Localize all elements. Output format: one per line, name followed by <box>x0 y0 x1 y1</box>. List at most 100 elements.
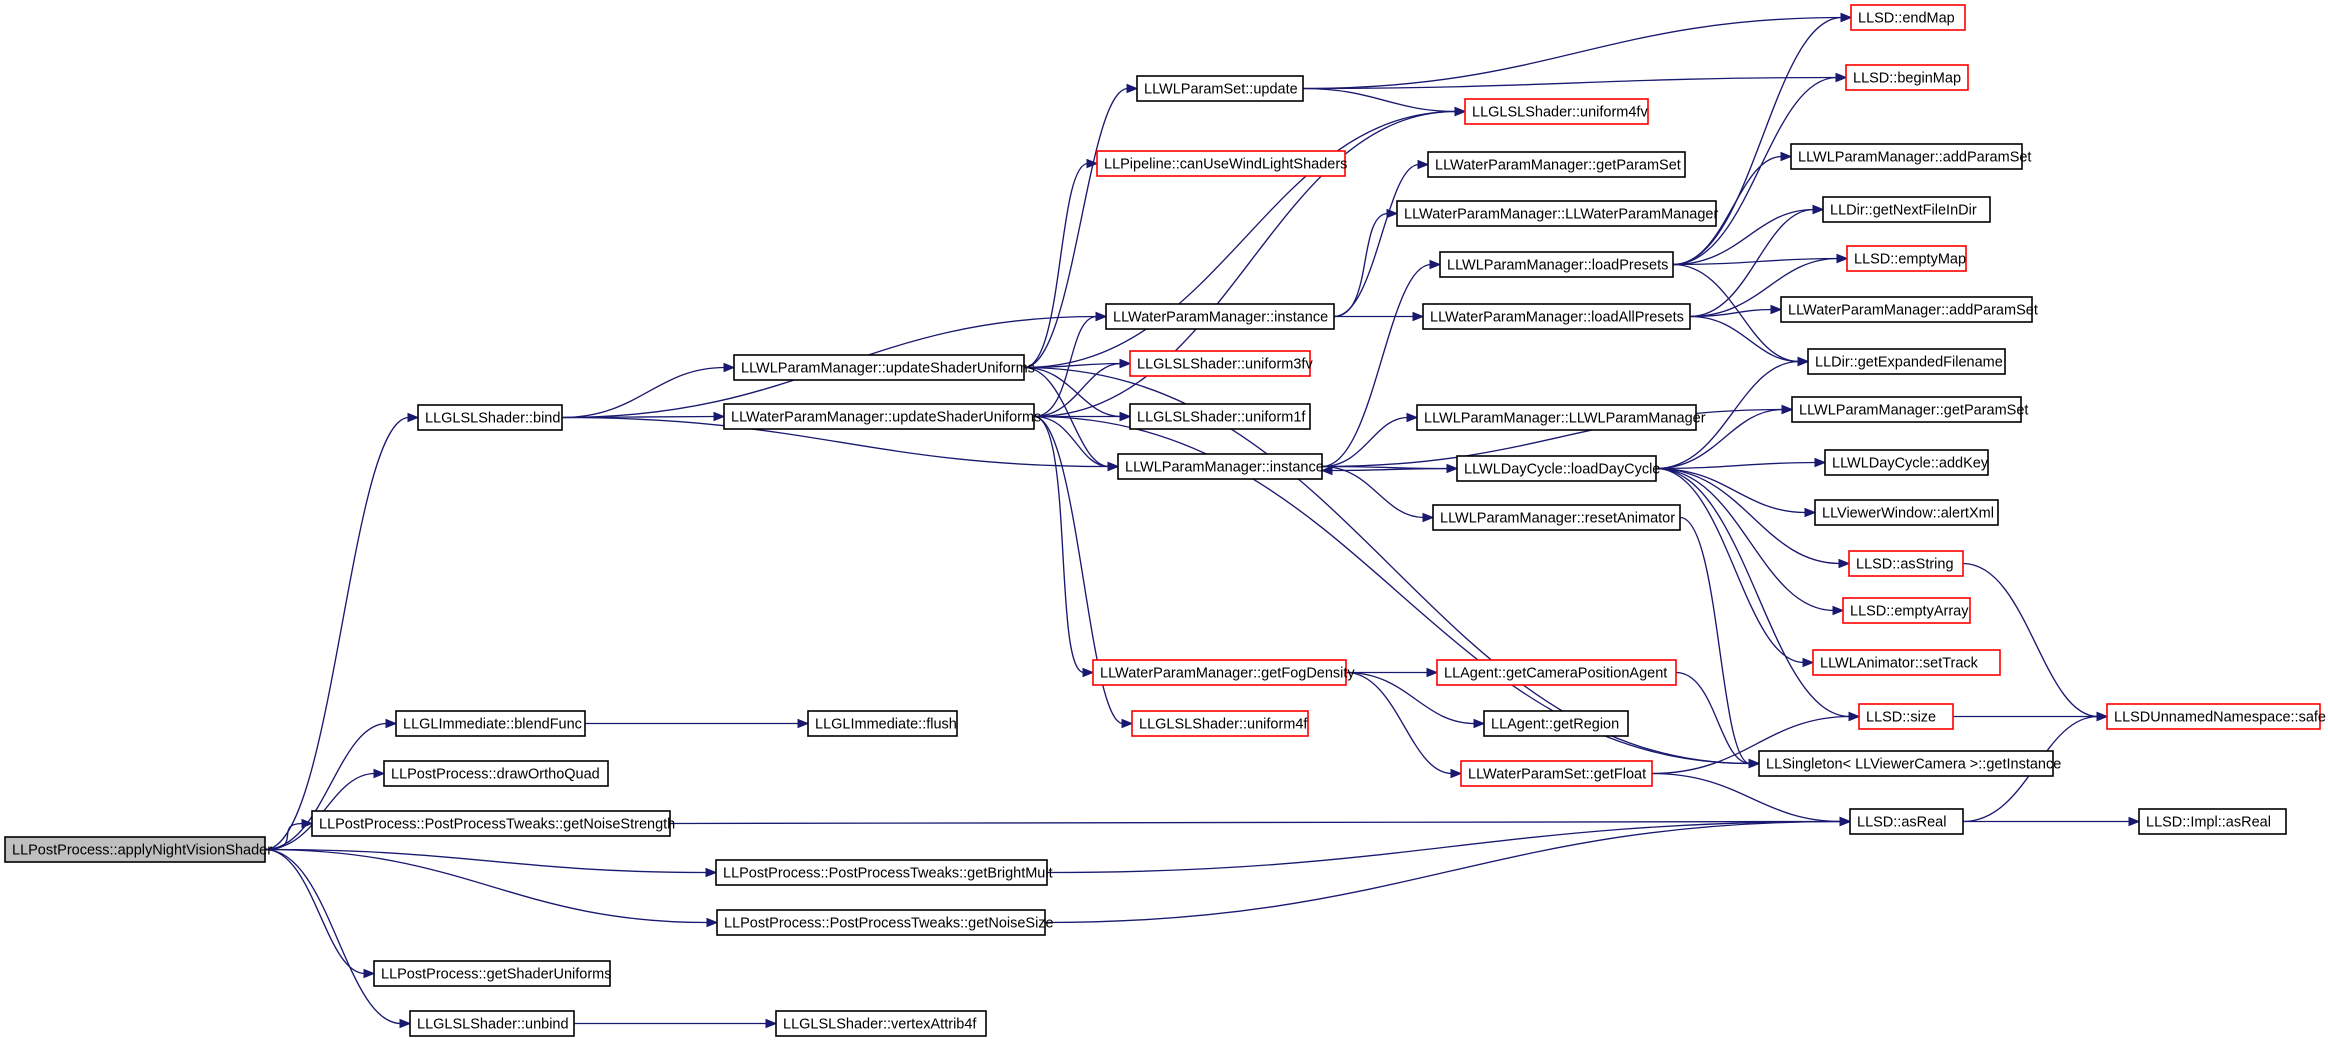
node-emptyMap[interactable]: LLSD::emptyMap <box>1846 245 1967 272</box>
node-wlGetParamSet[interactable]: LLWLParamManager::getParamSet <box>1791 396 2028 423</box>
node-emptyArray[interactable]: LLSD::emptyArray <box>1842 597 1971 624</box>
node-wlAddParamSet-box[interactable] <box>1790 143 2023 170</box>
node-unbind[interactable]: LLGLSLShader::unbind <box>409 1010 575 1037</box>
node-unbind-box[interactable] <box>409 1010 575 1037</box>
node-emptyMap-box[interactable] <box>1846 245 1967 272</box>
node-getNoiseStrength[interactable]: LLPostProcess::PostProcessTweaks::getNoi… <box>311 810 675 837</box>
node-flush[interactable]: LLGLImmediate::flush <box>807 710 958 737</box>
node-setTrack[interactable]: LLWLAnimator::setTrack <box>1812 649 2001 676</box>
node-getFloat[interactable]: LLWaterParamSet::getFloat <box>1460 760 1653 787</box>
node-getFogDensity[interactable]: LLWaterParamManager::getFogDensity <box>1092 659 1355 686</box>
node-blendFunc-box[interactable] <box>395 710 586 737</box>
node-wlParamSetUpdate[interactable]: LLWLParamSet::update <box>1136 75 1304 102</box>
node-bind[interactable]: LLGLSLShader::bind <box>417 404 563 431</box>
node-waterLoadAllPresets[interactable]: LLWaterParamManager::loadAllPresets <box>1422 303 1691 330</box>
node-flush-box[interactable] <box>807 710 958 737</box>
node-uniform4f[interactable]: LLGLSLShader::uniform4f <box>1131 710 1309 737</box>
node-waterAddParamSet-box[interactable] <box>1780 296 2033 323</box>
node-wlInstance-box[interactable] <box>1117 453 1323 480</box>
node-drawOrthoQuad-box[interactable] <box>383 760 609 787</box>
node-addKey[interactable]: LLWLDayCycle::addKey <box>1824 449 1989 476</box>
node-getInstance-box[interactable] <box>1758 750 2054 777</box>
node-root[interactable]: LLPostProcess::applyNightVisionShader <box>4 836 272 863</box>
node-waterUpdateShaderUniforms-box[interactable] <box>723 403 1035 430</box>
node-wlInstance[interactable]: LLWLParamManager::instance <box>1117 453 1324 480</box>
node-waterGetParamSet[interactable]: LLWaterParamManager::getParamSet <box>1427 151 1686 178</box>
node-getNextFileInDir-box[interactable] <box>1822 196 1991 223</box>
node-wlParamSetUpdate-box[interactable] <box>1136 75 1304 102</box>
node-uniform1f-box[interactable] <box>1129 403 1311 430</box>
node-safe-box[interactable] <box>2106 703 2321 730</box>
node-getRegion-box[interactable] <box>1483 710 1629 737</box>
node-uniform3fv-box[interactable] <box>1129 350 1311 377</box>
node-uniform4fv-box[interactable] <box>1464 98 1649 125</box>
node-getShaderUniforms-box[interactable] <box>373 960 611 987</box>
node-getShaderUniforms[interactable]: LLPostProcess::getShaderUniforms <box>373 960 612 987</box>
node-asReal-box[interactable] <box>1849 808 1964 835</box>
node-setTrack-box[interactable] <box>1812 649 2001 676</box>
node-wlUpdateShaderUniforms[interactable]: LLWLParamManager::updateShaderUniforms <box>733 354 1035 381</box>
node-waterCtor-box[interactable] <box>1396 200 1717 227</box>
node-vertexAttrib4f-box[interactable] <box>775 1010 987 1037</box>
node-loadDayCycle-box[interactable] <box>1456 455 1657 482</box>
node-uniform3fv[interactable]: LLGLSLShader::uniform3fv <box>1129 350 1313 377</box>
node-implAsReal[interactable]: LLSD::Impl::asReal <box>2138 808 2287 835</box>
node-resetAnimator[interactable]: LLWLParamManager::resetAnimator <box>1432 504 1681 531</box>
node-canUseWindLight[interactable]: LLPipeline::canUseWindLightShaders <box>1096 150 1347 177</box>
node-alertXml-box[interactable] <box>1814 499 1999 526</box>
node-getRegion[interactable]: LLAgent::getRegion <box>1483 710 1629 737</box>
node-safe[interactable]: LLSDUnnamedNamespace::safe <box>2106 703 2326 730</box>
node-waterGetParamSet-box[interactable] <box>1427 151 1686 178</box>
node-emptyArray-box[interactable] <box>1842 597 1971 624</box>
node-uniform4fv[interactable]: LLGLSLShader::uniform4fv <box>1464 98 1649 125</box>
node-canUseWindLight-box[interactable] <box>1096 150 1346 177</box>
node-waterInstance-box[interactable] <box>1105 303 1335 330</box>
node-wlGetParamSet-box[interactable] <box>1791 396 2022 423</box>
node-beginMap[interactable]: LLSD::beginMap <box>1845 64 1969 91</box>
node-getNoiseSize[interactable]: LLPostProcess::PostProcessTweaks::getNoi… <box>716 909 1054 936</box>
node-loadDayCycle[interactable]: LLWLDayCycle::loadDayCycle <box>1456 455 1660 482</box>
node-resetAnimator-box[interactable] <box>1432 504 1681 531</box>
node-getCameraPositionAgent[interactable]: LLAgent::getCameraPositionAgent <box>1436 659 1677 686</box>
node-wlCtor[interactable]: LLWLParamManager::LLWLParamManager <box>1416 404 1706 431</box>
node-waterCtor[interactable]: LLWaterParamManager::LLWaterParamManager <box>1396 200 1718 227</box>
node-uniform1f[interactable]: LLGLSLShader::uniform1f <box>1129 403 1311 430</box>
node-size-box[interactable] <box>1858 703 1954 730</box>
node-getInstance[interactable]: LLSingleton< LLViewerCamera >::getInstan… <box>1758 750 2061 777</box>
node-uniform4f-box[interactable] <box>1131 710 1309 737</box>
node-asString[interactable]: LLSD::asString <box>1848 550 1964 577</box>
node-beginMap-box[interactable] <box>1845 64 1969 91</box>
node-endMap[interactable]: LLSD::endMap <box>1850 4 1966 31</box>
node-wlAddParamSet[interactable]: LLWLParamManager::addParamSet <box>1790 143 2031 170</box>
node-waterLoadAllPresets-box[interactable] <box>1422 303 1691 330</box>
node-addKey-box[interactable] <box>1824 449 1989 476</box>
node-drawOrthoQuad[interactable]: LLPostProcess::drawOrthoQuad <box>383 760 609 787</box>
node-getExpandedFilename-box[interactable] <box>1807 348 2006 375</box>
node-waterUpdateShaderUniforms[interactable]: LLWaterParamManager::updateShaderUniform… <box>723 403 1041 430</box>
node-size[interactable]: LLSD::size <box>1858 703 1954 730</box>
node-asReal[interactable]: LLSD::asReal <box>1849 808 1964 835</box>
node-getExpandedFilename[interactable]: LLDir::getExpandedFilename <box>1807 348 2006 375</box>
node-getNoiseStrength-box[interactable] <box>311 810 671 837</box>
node-implAsReal-box[interactable] <box>2138 808 2287 835</box>
node-waterAddParamSet[interactable]: LLWaterParamManager::addParamSet <box>1780 296 2038 323</box>
node-getBrightMult[interactable]: LLPostProcess::PostProcessTweaks::getBri… <box>715 859 1053 886</box>
node-asString-box[interactable] <box>1848 550 1964 577</box>
node-alertXml[interactable]: LLViewerWindow::alertXml <box>1814 499 1999 526</box>
node-wlCtor-box[interactable] <box>1416 404 1697 431</box>
node-getNextFileInDir[interactable]: LLDir::getNextFileInDir <box>1822 196 1991 223</box>
node-wlLoadPresets-box[interactable] <box>1439 251 1674 278</box>
node-getFloat-box[interactable] <box>1460 760 1653 787</box>
node-wlUpdateShaderUniforms-box[interactable] <box>733 354 1025 381</box>
node-endMap-box[interactable] <box>1850 4 1966 31</box>
node-getBrightMult-box[interactable] <box>715 859 1048 886</box>
node-blendFunc[interactable]: LLGLImmediate::blendFunc <box>395 710 586 737</box>
node-bind-box[interactable] <box>417 404 563 431</box>
node-waterInstance[interactable]: LLWaterParamManager::instance <box>1105 303 1335 330</box>
node-getFogDensity-box[interactable] <box>1092 659 1347 686</box>
node-root-box[interactable] <box>4 836 266 863</box>
node-getCameraPositionAgent-box[interactable] <box>1436 659 1677 686</box>
node-wlLoadPresets[interactable]: LLWLParamManager::loadPresets <box>1439 251 1674 278</box>
node-vertexAttrib4f[interactable]: LLGLSLShader::vertexAttrib4f <box>775 1010 987 1037</box>
node-getNoiseSize-box[interactable] <box>716 909 1046 936</box>
